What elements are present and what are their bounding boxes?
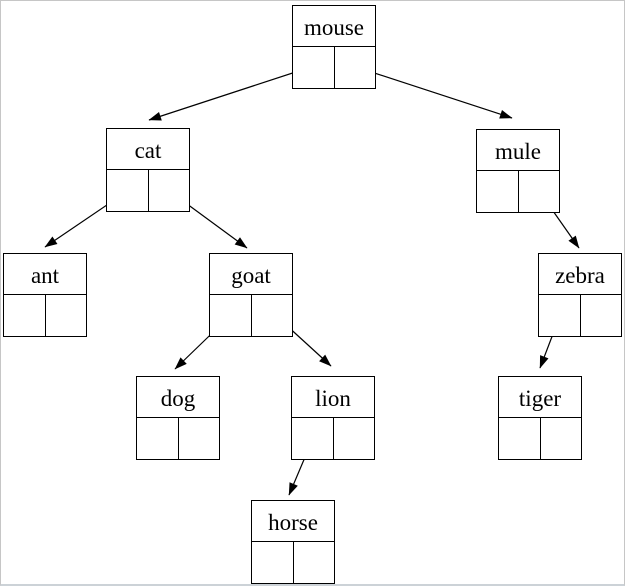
tree-node-ant: ant (3, 253, 87, 337)
right-pointer-cell (581, 295, 622, 336)
node-pointer-cells (210, 295, 292, 336)
left-pointer-cell (539, 295, 581, 336)
node-pointer-cells (539, 295, 621, 336)
tree-node-zebra: zebra (538, 253, 622, 337)
right-pointer-cell (46, 295, 87, 336)
node-pointer-cells (4, 295, 86, 336)
edge-mouse-left-to-cat-arrow (148, 65, 315, 121)
left-pointer-cell (293, 47, 335, 88)
left-pointer-cell (252, 542, 294, 583)
tree-node-mouse: mouse (292, 5, 376, 89)
tree-node-horse: horse (251, 500, 335, 584)
node-pointer-cells (137, 418, 219, 459)
right-pointer-cell (541, 418, 582, 459)
node-label: ant (4, 254, 86, 295)
node-pointer-cells (477, 171, 559, 212)
node-label: mouse (293, 6, 375, 47)
right-pointer-cell (252, 295, 293, 336)
left-pointer-cell (477, 171, 519, 212)
right-pointer-cell (334, 418, 375, 459)
tree-node-cat: cat (106, 128, 190, 212)
right-pointer-cell (179, 418, 220, 459)
left-pointer-cell (499, 418, 541, 459)
node-pointer-cells (107, 170, 189, 211)
node-label: tiger (499, 377, 581, 418)
left-pointer-cell (137, 418, 179, 459)
right-pointer-cell (335, 47, 376, 88)
node-label: lion (292, 377, 374, 418)
node-pointer-cells (252, 542, 334, 583)
left-pointer-cell (107, 170, 149, 211)
tree-node-tiger: tiger (498, 376, 582, 460)
node-pointer-cells (292, 418, 374, 459)
right-pointer-cell (519, 171, 560, 212)
edge-mouse-right-to-mule-arrow (352, 65, 513, 119)
tree-node-dog: dog (136, 376, 220, 460)
left-pointer-cell (210, 295, 252, 336)
right-pointer-cell (149, 170, 190, 211)
node-label: mule (477, 130, 559, 171)
right-pointer-cell (294, 542, 335, 583)
node-label: goat (210, 254, 292, 295)
left-pointer-cell (292, 418, 334, 459)
left-pointer-cell (4, 295, 46, 336)
node-label: horse (252, 501, 334, 542)
tree-node-mule: mule (476, 129, 560, 213)
node-label: dog (137, 377, 219, 418)
node-label: cat (107, 129, 189, 170)
tree-node-lion: lion (291, 376, 375, 460)
node-pointer-cells (499, 418, 581, 459)
node-pointer-cells (293, 47, 375, 88)
node-label: zebra (539, 254, 621, 295)
tree-node-goat: goat (209, 253, 293, 337)
